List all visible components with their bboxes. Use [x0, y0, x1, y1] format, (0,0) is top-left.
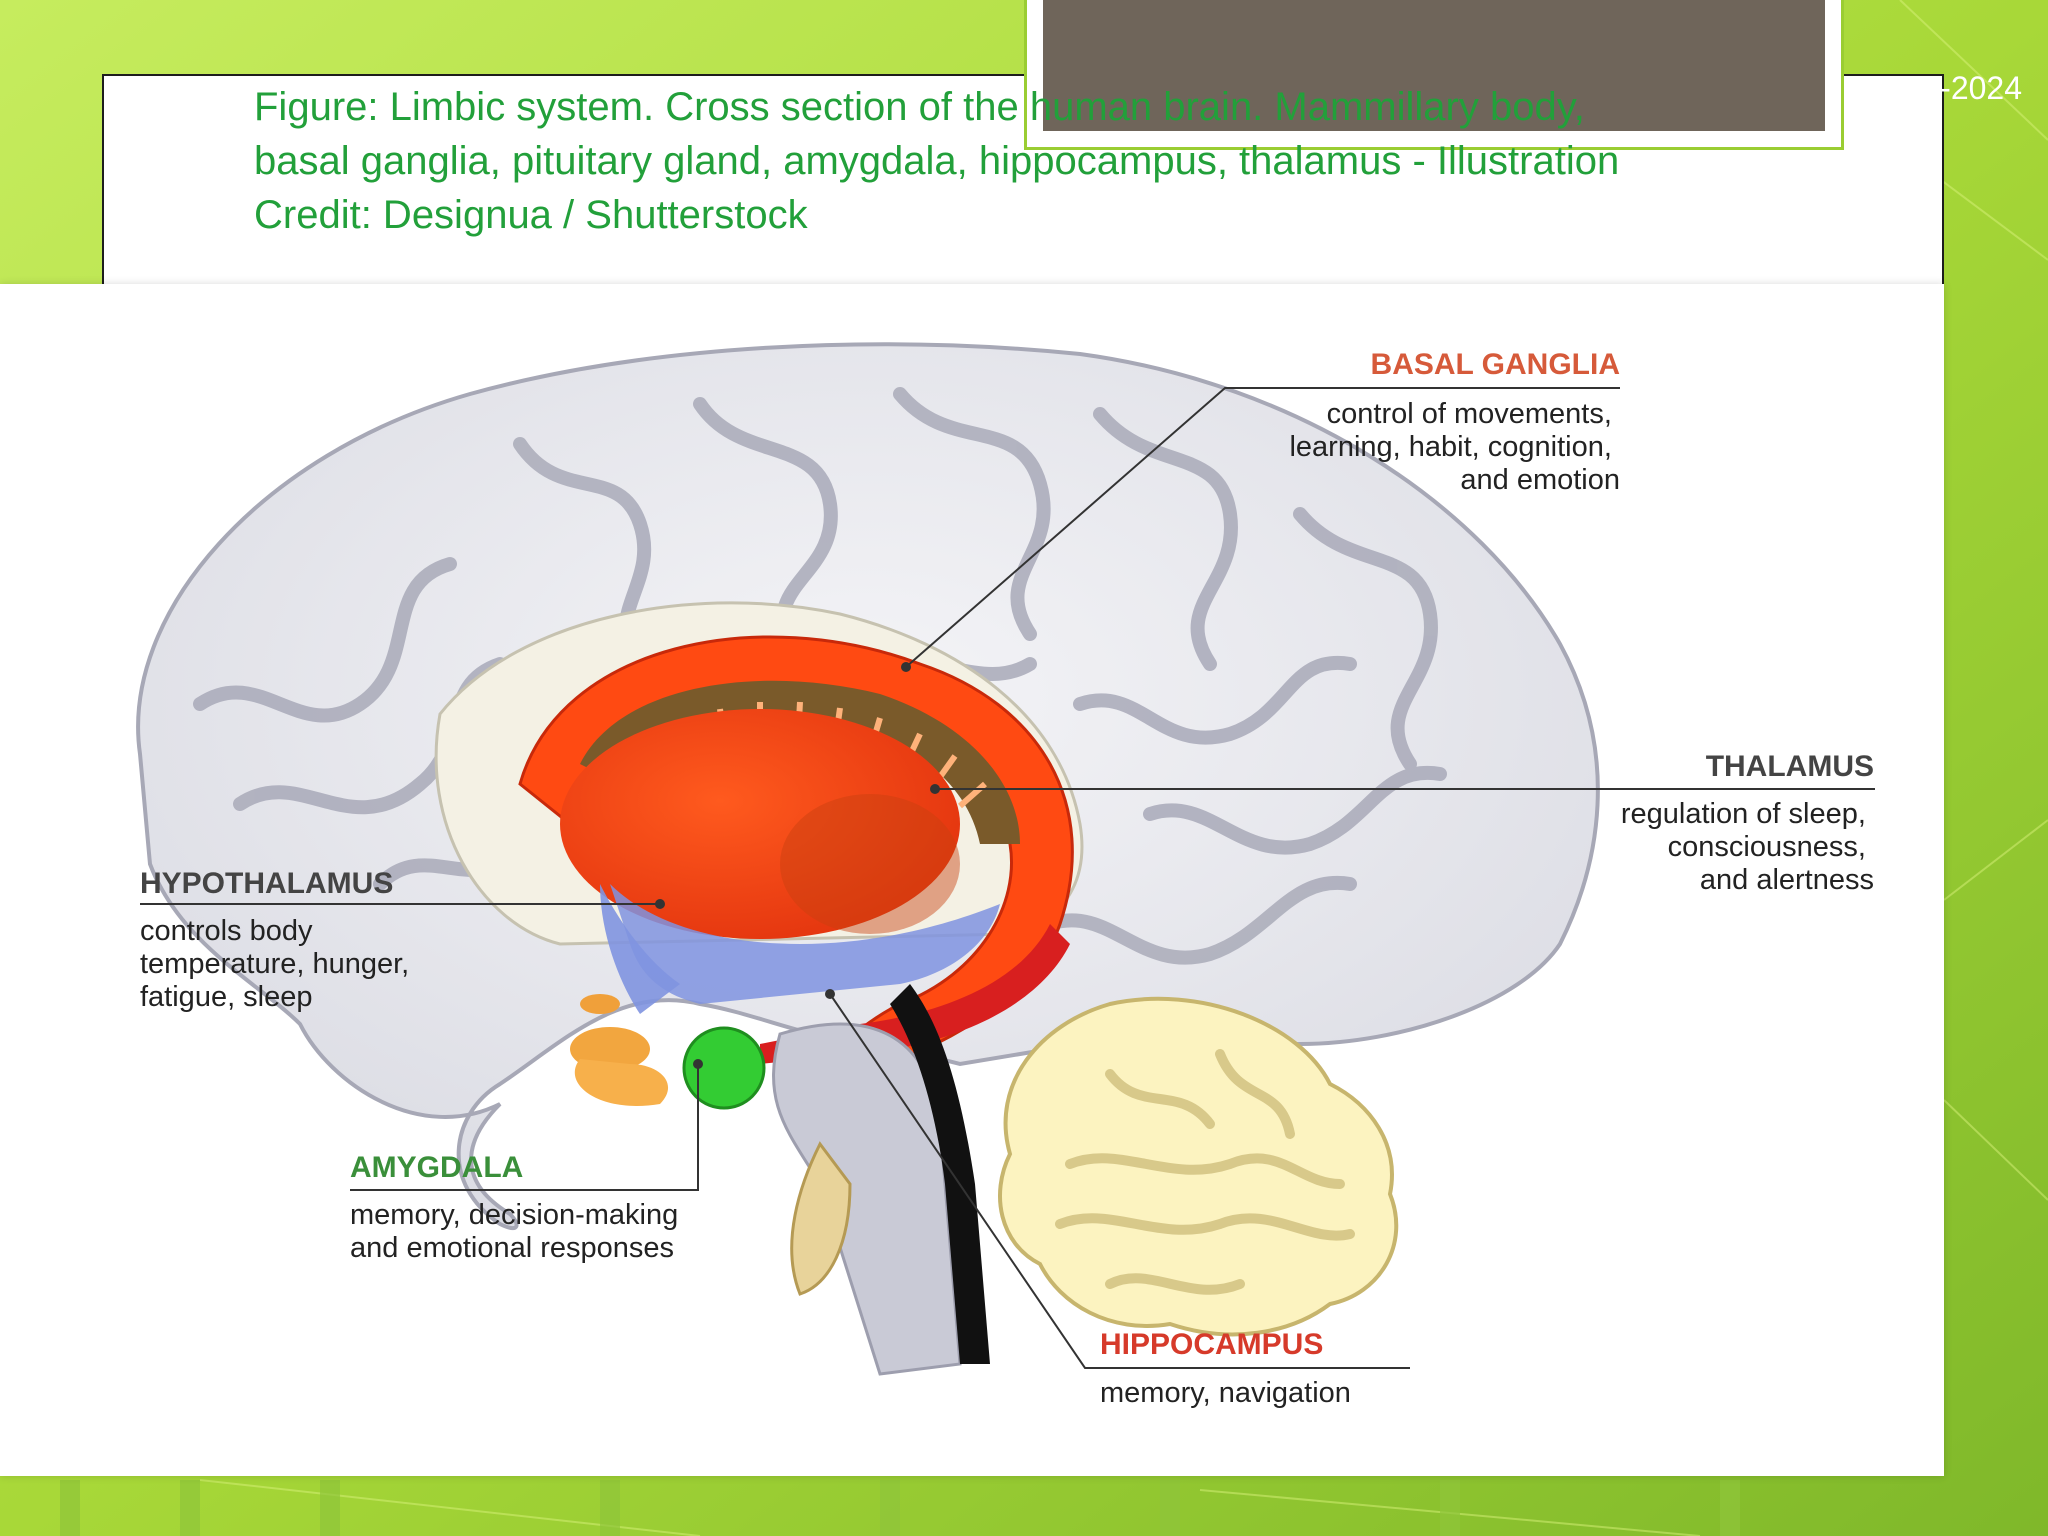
- slide-date: 03-07-2024: [1858, 70, 2022, 106]
- label-amygdala-desc: memory, decision-making and emotional re…: [350, 1199, 686, 1264]
- pituitary-gland: [580, 994, 620, 1014]
- thalamus-shadow: [780, 794, 960, 934]
- spinal-canal: [890, 984, 990, 1364]
- brain-diagram: BASAL GANGLIA control of movements, lear…: [136, 342, 1875, 1409]
- caption-line: Figure: Limbic system. Cross section of …: [254, 85, 1585, 129]
- leader-lines: [140, 387, 1875, 1369]
- brain-gyri: [193, 387, 1447, 965]
- caption-line: Credit: Designua / Shutterstock: [254, 193, 808, 237]
- label-thalamus-title: THALAMUS: [1706, 750, 1874, 783]
- leader-hippocampus: [829, 993, 1410, 1369]
- label-thalamus-desc: regulation of sleep, consciousness, and …: [1621, 798, 1874, 896]
- label-hypothalamus-desc: controls body temperature, hunger, fatig…: [140, 915, 417, 1013]
- leader-amygdala: [350, 1064, 699, 1191]
- figure-caption: Figure: Limbic system. Cross section of …: [254, 80, 1834, 242]
- label-hippocampus-title: HIPPOCAMPUS: [1100, 1328, 1323, 1361]
- caption-line: basal ganglia, pituitary gland, amygdala…: [254, 139, 1620, 183]
- label-basal-ganglia-desc: control of movements, learning, habit, c…: [1289, 398, 1620, 496]
- date-box: [1024, 0, 1844, 150]
- brain-illustration: BASAL GANGLIA control of movements, lear…: [0, 284, 1944, 1476]
- label-amygdala-title: AMYGDALA: [350, 1151, 523, 1184]
- leader-basal-ganglia: [905, 387, 1620, 668]
- amygdala-node: [682, 1026, 766, 1110]
- date-box-fill: [1043, 0, 1825, 131]
- label-hippocampus-desc: memory, navigation: [1100, 1377, 1351, 1409]
- label-basal-ganglia-title: BASAL GANGLIA: [1371, 348, 1620, 381]
- thalamus-core: [560, 709, 960, 939]
- cerebellum-branches: [1055, 1049, 1355, 1295]
- label-hypothalamus-title: HYPOTHALAMUS: [140, 867, 393, 900]
- hypothalamus-nuclei: [574, 1059, 669, 1106]
- ventricle-region: [610, 884, 1000, 1004]
